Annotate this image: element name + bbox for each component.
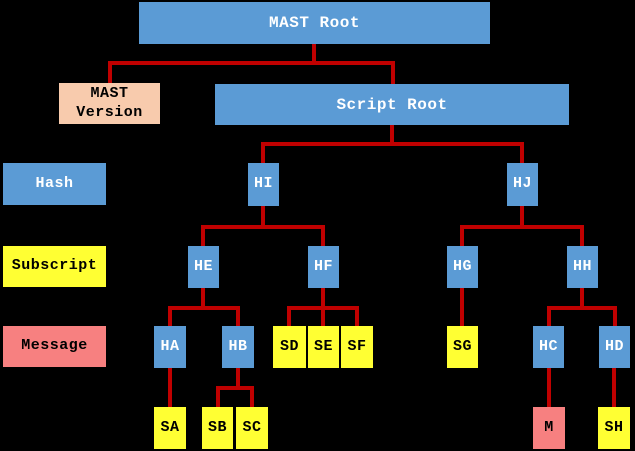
node-sb: SB [202,407,233,449]
node-mast-version: MAST Version [59,83,160,124]
node-sg: SG [447,326,478,368]
node-script-root: Script Root [215,84,569,125]
node-sf: SF [341,326,373,368]
node-hg: HG [447,246,478,288]
node-sa: SA [154,407,186,449]
connector-hj-children [460,204,584,248]
node-sd: SD [273,326,306,368]
connector-he-children [168,286,240,328]
connector-hf-children [287,286,359,328]
node-se: SE [308,326,339,368]
connector-hh-children [547,286,617,328]
connector-scriptroot-children [261,123,524,165]
legend-subscript: Subscript [3,246,106,287]
node-hc: HC [533,326,564,368]
connector-hb-children [216,366,254,409]
node-hf: HF [308,246,339,288]
node-hh: HH [567,246,598,288]
connector-mastroot-children [108,42,395,86]
node-hb: HB [222,326,254,368]
node-hd: HD [599,326,630,368]
legend-hash: Hash [3,163,106,205]
legend-message: Message [3,326,106,367]
node-sc: SC [236,407,268,449]
node-sh: SH [598,407,630,449]
node-m: M [533,407,565,449]
node-he: HE [188,246,219,288]
node-mast-root: MAST Root [139,2,490,44]
node-hi: HI [248,163,279,206]
node-hj: HJ [507,163,538,206]
connector-hi-children [201,204,325,248]
node-ha: HA [154,326,186,368]
